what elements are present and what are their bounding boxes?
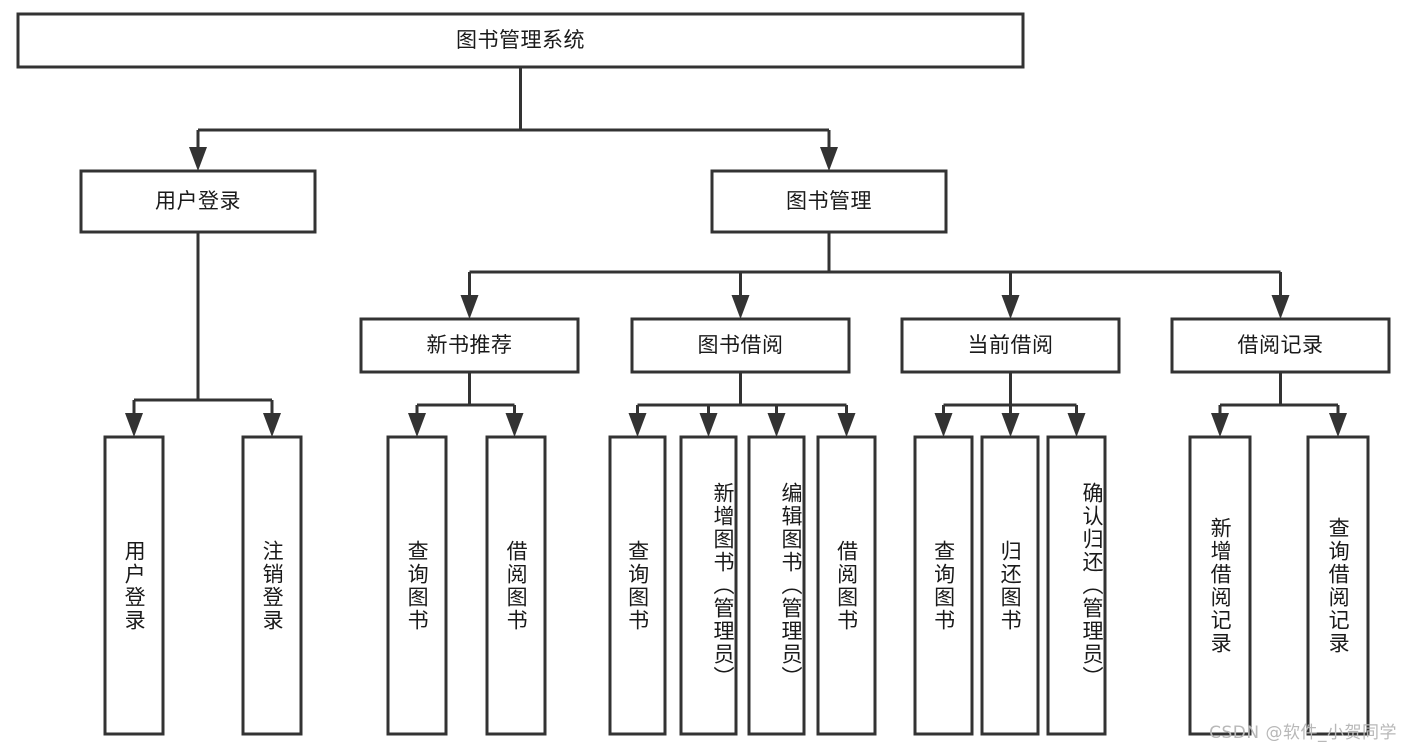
node-box-current-borrow[interactable] (900, 317, 1121, 374)
node-box-leaf-edit-book-admin[interactable] (747, 435, 806, 736)
arrow-to-leaf-return-book (1001, 413, 1020, 437)
node-box-leaf-return-book[interactable] (980, 435, 1040, 736)
nodes-layer (16, 12, 1391, 736)
node-box-book-borrow[interactable] (630, 317, 851, 374)
connectors-layer (125, 67, 1347, 437)
node-box-leaf-user-login[interactable] (103, 435, 165, 736)
node-box-leaf-add-book-admin[interactable] (679, 435, 738, 736)
arrow-to-leaf-borrow-book-recommend (505, 413, 524, 437)
node-box-leaf-add-borrow-record[interactable] (1188, 435, 1252, 736)
node-box-leaf-borrow-book-recommend[interactable] (485, 435, 547, 736)
node-box-borrow-records[interactable] (1170, 317, 1391, 374)
arrow-to-borrow-records (1271, 295, 1290, 319)
node-box-root[interactable] (16, 12, 1025, 69)
node-box-user-login[interactable] (79, 169, 317, 234)
arrow-to-book-management (820, 147, 838, 171)
node-box-leaf-query-book-borrow[interactable] (608, 435, 667, 736)
node-box-leaf-query-borrow-record[interactable] (1306, 435, 1370, 736)
arrow-to-leaf-logout-login (263, 413, 281, 437)
node-box-leaf-borrow-book[interactable] (816, 435, 877, 736)
arrow-to-leaf-add-book-admin (699, 413, 718, 437)
arrow-to-leaf-user-login (125, 413, 143, 437)
arrow-to-leaf-borrow-book (837, 413, 856, 437)
arrow-to-new-book-recommend (460, 295, 479, 319)
edge-root-to-level2-bus (196, 67, 831, 147)
arrow-to-leaf-query-book-recommend (408, 413, 426, 437)
arrow-to-leaf-query-borrow-record (1329, 413, 1347, 437)
arrow-to-leaf-add-borrow-record (1211, 413, 1229, 437)
arrow-to-leaf-query-book-borrow (628, 413, 647, 437)
node-box-leaf-query-book-current[interactable] (913, 435, 974, 736)
edge-current-borrow-bus (942, 372, 1078, 414)
arrow-to-current-borrow (1001, 295, 1020, 319)
arrow-to-leaf-confirm-return-admin (1067, 413, 1086, 437)
edge-book-borrow-bus (636, 372, 848, 414)
edge-borrow-records-bus (1218, 372, 1340, 414)
node-box-leaf-confirm-return-admin[interactable] (1046, 435, 1107, 736)
arrow-to-book-borrow (731, 295, 750, 319)
csdn-watermark: CSDN @软件_小贺同学 (1209, 723, 1397, 743)
arrow-to-user-login (189, 147, 207, 171)
node-box-new-book-recommend[interactable] (359, 317, 580, 374)
edge-book-management-bus (468, 232, 1282, 296)
node-box-book-management[interactable] (710, 169, 948, 234)
edge-user-login-bus (132, 232, 274, 414)
edge-new-book-recommend-bus (415, 372, 516, 414)
node-box-leaf-logout-login[interactable] (241, 435, 303, 736)
node-box-leaf-query-book-recommend[interactable] (386, 435, 448, 736)
arrow-to-leaf-query-book-current (934, 413, 953, 437)
arrow-to-leaf-edit-book-admin (767, 413, 786, 437)
